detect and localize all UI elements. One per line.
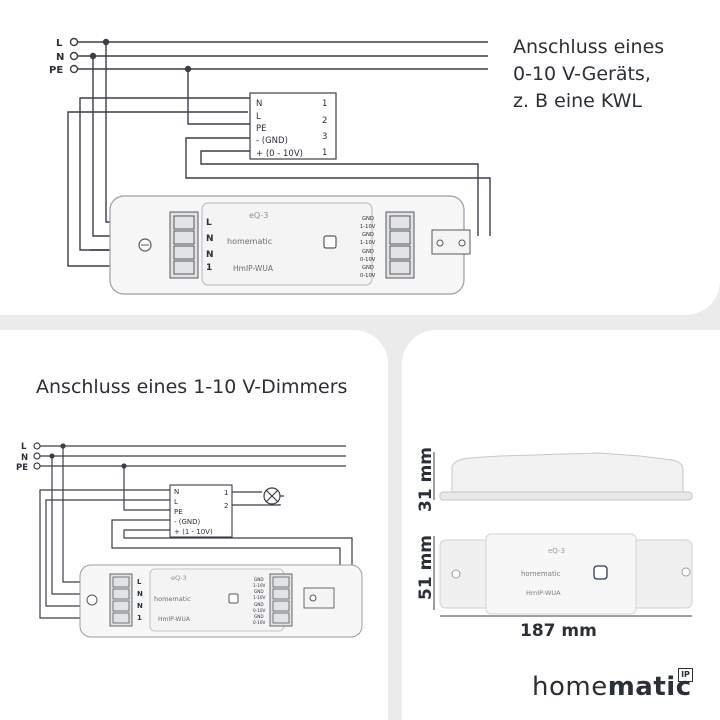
output-terminal-label: GND [254,577,264,582]
terminal-number: 2 [224,502,228,510]
config-button [228,593,239,604]
terminal-label: N [174,488,179,496]
homematic-logo: homematic [521,570,561,578]
model-label: HmIP-WUA [233,264,274,273]
input-terminal-label: N [137,590,143,598]
input-terminal-label: N [206,234,214,244]
top-title-line-3: z. B eine KWL [513,90,643,112]
terminal-label: + (0 - 10V) [256,149,303,159]
terminal-number: 1 [322,99,327,109]
input-terminal-label: N [206,250,214,260]
config-button [323,235,337,249]
output-terminal-label: 1-10V [253,595,266,600]
eq3-logo: eQ-3 [548,547,565,555]
mains-label-n: N [56,52,64,63]
top-title-line-2: 0-10 V-Geräts, [513,63,651,85]
terminal-label: - (GND) [174,518,201,526]
dimension-width: 187 mm [520,621,597,641]
homematic-logo: homematic [227,237,272,246]
bottom-title: Anschluss eines 1-10 V-Dimmers [36,376,348,398]
homematic-logo: homematic [154,595,191,603]
top-title-line-1: Anschluss eines [513,36,665,58]
output-terminal-label: 1-10V [253,583,266,588]
mains-label-n: N [21,453,28,463]
terminal-number: 2 [322,116,327,126]
output-terminal-label: 1-10V [360,224,376,230]
output-terminal-label: GND [254,614,264,619]
terminal-label: N [256,99,262,109]
output-terminal-label: GND [362,232,374,238]
bottom-right-panel [402,330,720,720]
input-terminal-label: L [137,578,142,586]
terminal-number: 3 [322,132,327,142]
brand-light: home [532,672,608,702]
model-label: HmIP-WUA [158,616,191,623]
terminal-label: PE [256,124,267,134]
dimension-depth: 51 mm [416,534,436,600]
input-terminal-label: N [137,602,143,610]
mains-label-l: L [56,38,63,49]
input-terminal-label: 1 [137,614,142,622]
output-terminal-label: 0-10V [253,620,266,625]
terminal-label: L [256,112,261,122]
terminal-label: + (1 - 10V) [174,528,213,536]
output-terminal-label: 1-10V [360,240,376,246]
model-label: HmIP-WUA [526,589,561,597]
ip-badge: IP [678,668,693,682]
output-terminal-label: GND [362,265,374,271]
input-terminal-label: 1 [206,263,212,273]
mains-label-l: L [21,442,27,452]
terminal-label: PE [174,508,183,516]
eq3-logo: eQ-3 [171,574,187,582]
terminal-label: - (GND) [256,136,288,146]
dimension-height: 31 mm [416,446,436,512]
output-terminal-label: GND [254,589,264,594]
config-button [593,565,608,580]
output-terminal-label: 0-10V [360,257,376,263]
mains-label-pe: PE [16,463,28,473]
input-terminal-label: L [206,218,212,228]
device-side-view [451,452,684,498]
output-terminal-label: 0-10V [360,273,376,279]
brand-bold: matic [607,672,692,702]
output-terminal-label: 0-10V [253,608,266,613]
homematic-brand-logo: homematic [532,672,692,702]
terminal-number: 1 [322,148,327,158]
output-terminal-label: GND [362,249,374,255]
terminal-label: L [174,498,178,506]
output-terminal-label: GND [254,602,264,607]
eq3-logo: eQ-3 [249,211,268,220]
mains-label-pe: PE [49,65,63,76]
output-terminal-label: GND [362,216,374,222]
terminal-number: 1 [224,489,228,497]
